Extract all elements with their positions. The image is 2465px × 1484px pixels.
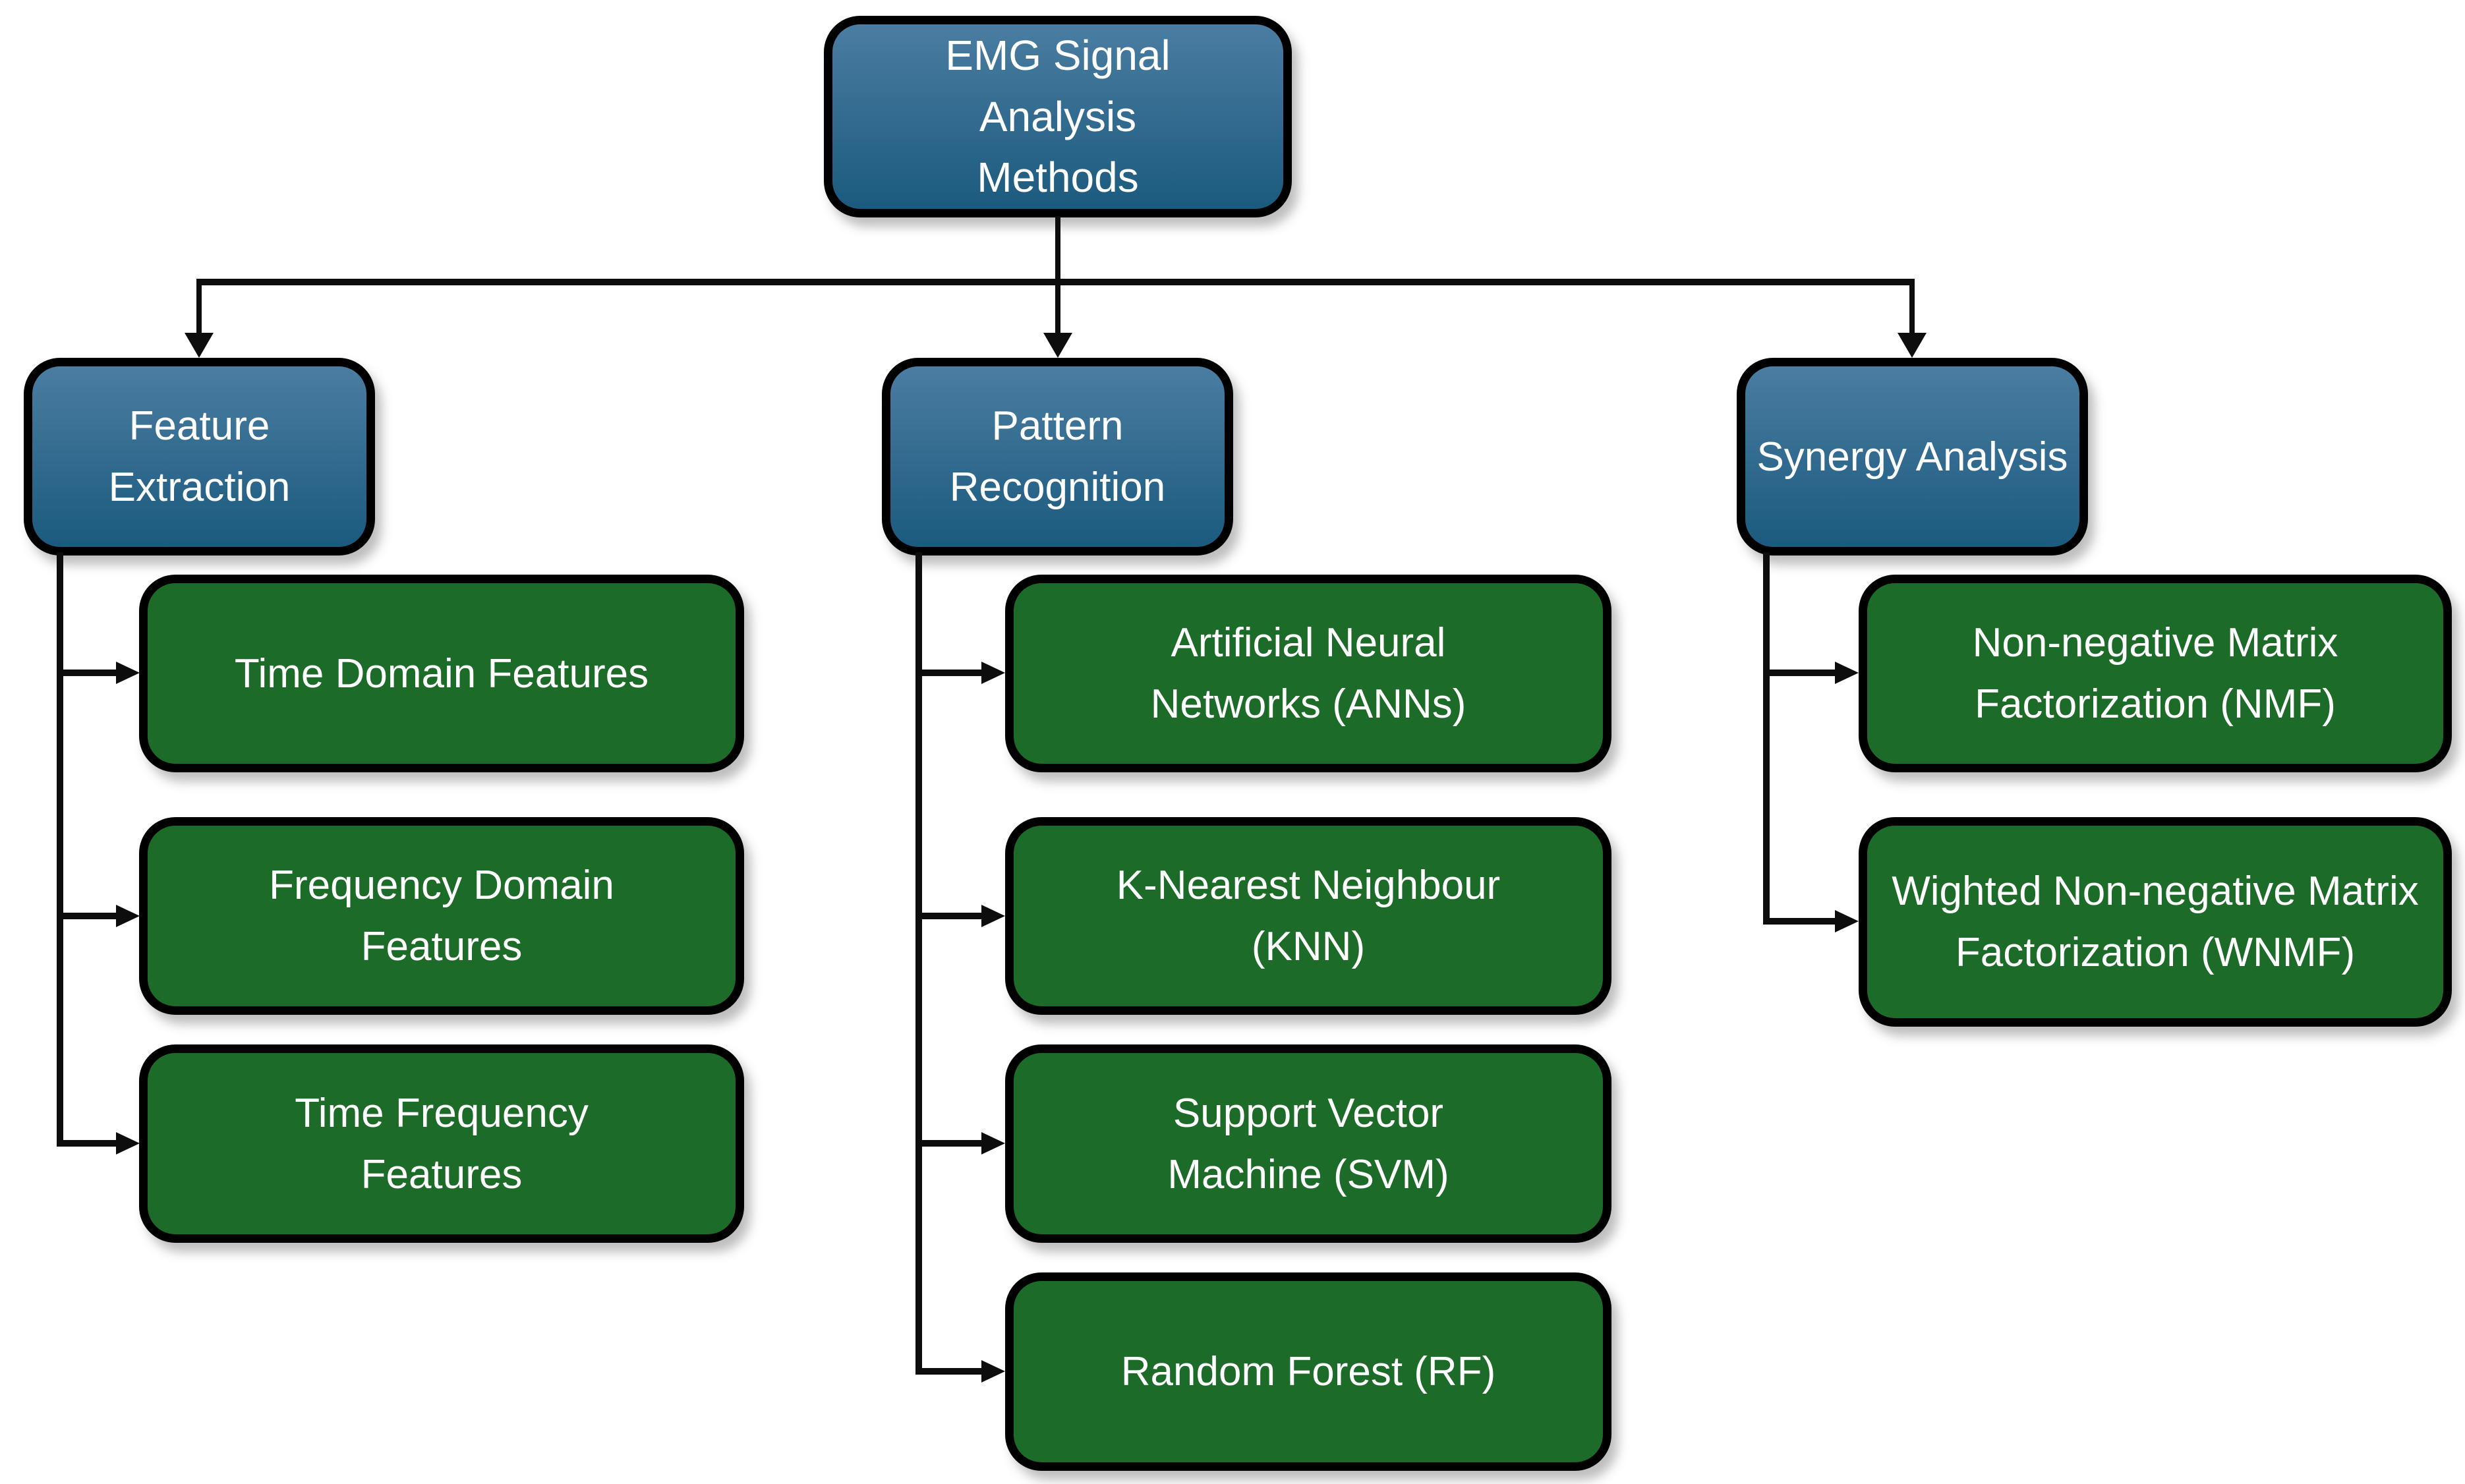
child-node-label: Wighted Non-negative Matrix Factorizatio…: [1892, 869, 2419, 975]
parent-node-label: Feature Extraction: [108, 403, 291, 510]
connector-branch: [915, 1368, 983, 1375]
connector-drop-right: [1909, 279, 1915, 334]
connector-branch: [1763, 918, 1836, 925]
child-node-k-nearest-neighbour: K-Nearest Neighbour (KNN): [1005, 817, 1611, 1015]
connector-branch: [57, 1140, 117, 1147]
child-node-label: K-Nearest Neighbour (KNN): [1116, 863, 1501, 969]
child-node-nmf: Non-negative Matrix Factorization (NMF): [1859, 575, 2452, 772]
parent-node-label: Pattern Recognition: [949, 403, 1166, 510]
child-node-time-frequency-features: Time Frequency Features: [139, 1044, 744, 1243]
parent-node-pattern-recognition: Pattern Recognition: [882, 358, 1233, 556]
child-node-artificial-neural-networks: Artificial Neural Networks (ANNs): [1005, 575, 1611, 772]
parent-node-feature-extraction: Feature Extraction: [24, 358, 375, 556]
arrow-right-svm-icon: [981, 1132, 1005, 1155]
parent-node-synergy-analysis: Synergy Analysis: [1737, 358, 2088, 556]
connector-branch: [57, 913, 117, 919]
child-node-time-domain-features: Time Domain Features: [139, 575, 744, 772]
connector-drop-center: [1055, 279, 1060, 334]
arrow-right-nmf-icon: [1835, 662, 1859, 684]
connector-branch: [915, 670, 983, 676]
parent-node-label: Synergy Analysis: [1756, 434, 2068, 480]
connector-rail-column-2: [915, 552, 922, 1375]
connector-drop-left: [196, 279, 202, 334]
arrow-right-rf-icon: [981, 1360, 1005, 1383]
arrow-right-anns-icon: [981, 662, 1005, 684]
connector-branch: [915, 1140, 983, 1147]
child-node-label: Artificial Neural Networks (ANNs): [1150, 620, 1466, 727]
child-node-frequency-domain-features: Frequency Domain Features: [139, 817, 744, 1015]
child-node-label: Support Vector Machine (SVM): [1167, 1090, 1449, 1197]
root-node-label: EMG Signal Analysis Methods: [945, 31, 1171, 202]
connector-branch: [1763, 670, 1836, 676]
child-node-label: Time Frequency Features: [295, 1090, 589, 1197]
child-node-label: Frequency Domain Features: [269, 863, 614, 969]
child-node-label: Time Domain Features: [234, 650, 649, 697]
arrow-right-wnmf-icon: [1835, 910, 1859, 932]
child-node-label: Non-negative Matrix Factorization (NMF): [1972, 620, 2338, 727]
child-node-random-forest: Random Forest (RF): [1005, 1272, 1611, 1471]
connector-rail-column-1: [57, 552, 63, 1147]
connector-branch: [57, 670, 117, 676]
root-node-emg-signal-analysis-methods: EMG Signal Analysis Methods: [824, 16, 1292, 217]
arrow-right-time-frequency-features-icon: [116, 1132, 140, 1155]
connector-root-stem: [1055, 216, 1060, 281]
arrow-right-time-domain-features-icon: [116, 662, 140, 684]
child-node-label: Random Forest (RF): [1120, 1349, 1496, 1394]
arrow-right-knn-icon: [981, 905, 1005, 927]
child-node-support-vector-machine: Support Vector Machine (SVM): [1005, 1044, 1611, 1243]
arrow-down-feature-extraction-icon: [185, 333, 214, 358]
child-node-wnmf: Wighted Non-negative Matrix Factorizatio…: [1859, 817, 2452, 1027]
connector-rail-column-3: [1763, 552, 1770, 925]
arrow-right-frequency-domain-features-icon: [116, 905, 140, 927]
arrow-down-pattern-recognition-icon: [1043, 333, 1072, 358]
arrow-down-synergy-analysis-icon: [1898, 333, 1927, 358]
connector-branch: [915, 913, 983, 919]
